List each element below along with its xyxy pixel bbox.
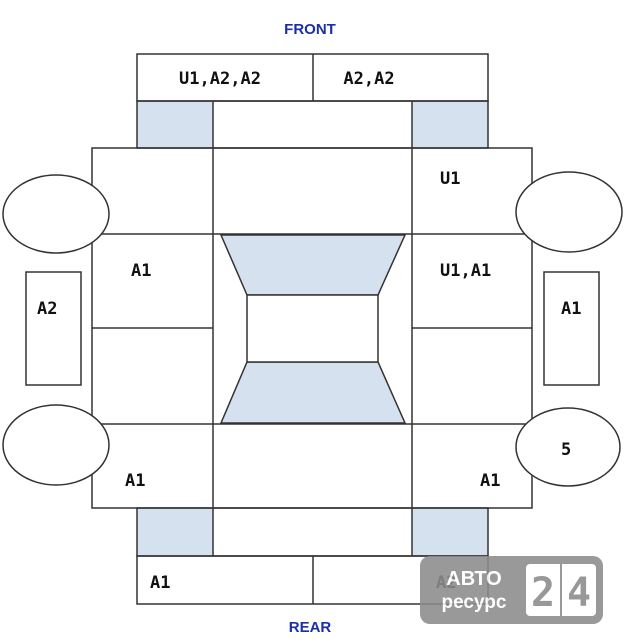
label-front-right-door: U1,A1 [440, 261, 491, 281]
watermark-digit-1: 2 [531, 570, 555, 616]
watermark-logo: АВТО ресурс 2 4 [420, 556, 603, 624]
rear-right-pillar-fill [412, 508, 488, 556]
front-right-pillar-fill [412, 101, 488, 148]
rear-window [219, 361, 407, 424]
label-front-left-door: A1 [131, 261, 151, 281]
right-side-panel [543, 271, 600, 386]
label-right-side-panel: A1 [561, 299, 581, 319]
front-direction-label: FRONT [284, 21, 336, 38]
wheel-rear-right [515, 407, 621, 487]
label-front-bumper-left: U1,A2,A2 [179, 69, 261, 89]
rear-left-pillar-fill [137, 508, 213, 556]
watermark-line1: АВТО [446, 568, 501, 590]
wheel-front-right [515, 171, 623, 253]
watermark-line2: ресурс [442, 592, 507, 613]
roof-panel [246, 294, 379, 363]
left-side-panel [25, 271, 82, 386]
front-left-pillar-fill [137, 101, 213, 148]
label-rear-bumper-left: A1 [150, 573, 170, 593]
label-rear-right-wheel: 5 [561, 440, 571, 460]
label-rear-left-quarter: A1 [125, 471, 145, 491]
label-front-right-fender: U1 [440, 169, 460, 189]
label-front-bumper-right: A2,A2 [343, 69, 394, 89]
windshield [219, 234, 407, 296]
wheel-rear-left [2, 404, 110, 486]
watermark-digit-2: 4 [567, 570, 591, 616]
rear-direction-label: REAR [289, 619, 332, 636]
label-left-side-panel: A2 [37, 299, 57, 319]
wheel-front-left [2, 174, 110, 254]
label-rear-right-quarter: A1 [480, 471, 500, 491]
